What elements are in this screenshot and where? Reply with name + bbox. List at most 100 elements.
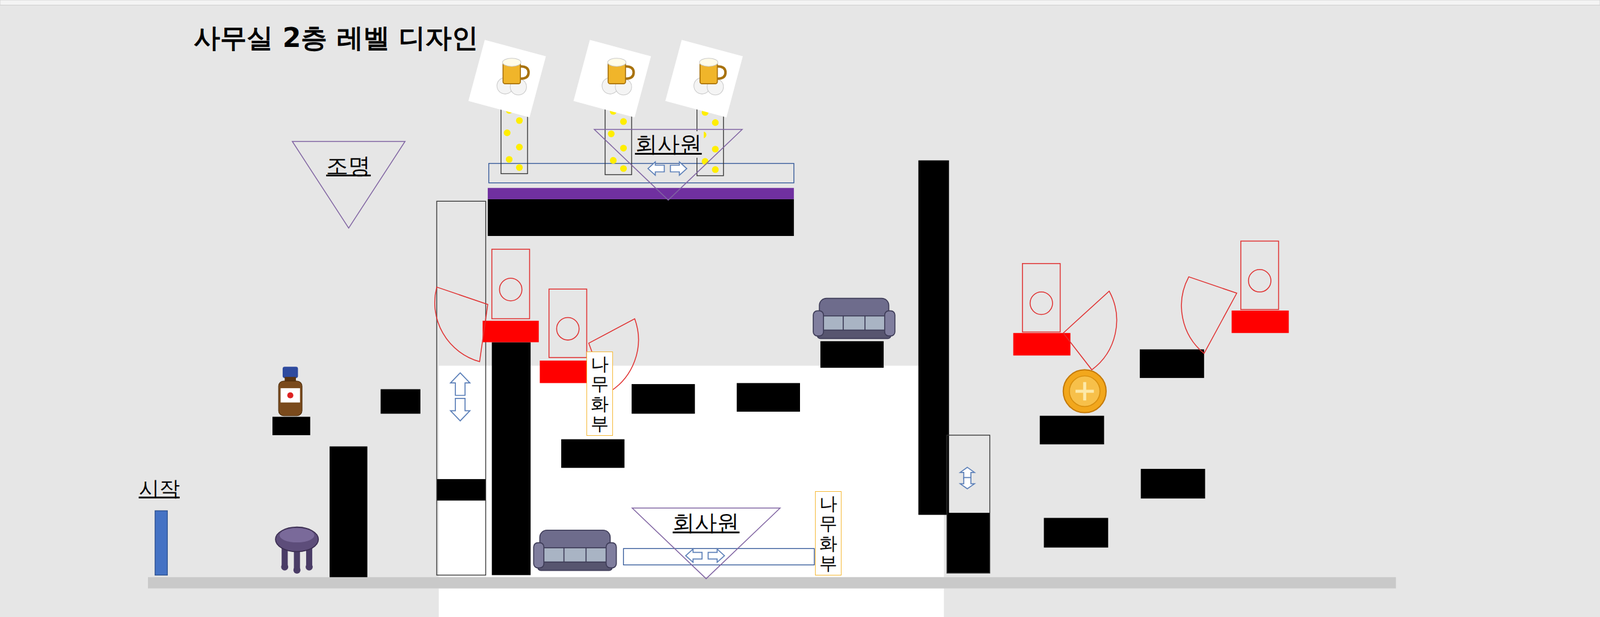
platform-block: [272, 416, 311, 435]
beer-mug-icon: [468, 39, 547, 118]
sofa: [533, 529, 616, 571]
platform-block: [436, 478, 486, 501]
plant-pot: 나무화부: [586, 351, 613, 436]
light-dot: [712, 119, 719, 126]
platform-block: [736, 382, 800, 412]
page-title: 사무실 2층 레벨 디자인: [193, 20, 479, 56]
patrol-zone: [489, 163, 794, 183]
sofa-cushion-line: [842, 315, 844, 331]
light-dot: [505, 155, 513, 163]
bottle-mark: [287, 392, 294, 399]
hazard-base: [482, 320, 539, 343]
triangle-shape: [594, 129, 743, 200]
move-arrow: [685, 548, 702, 562]
mug-foam: [607, 58, 627, 67]
light-dot: [701, 158, 709, 165]
light-dot: [620, 117, 627, 125]
move-arrow: [707, 548, 725, 562]
camera-view-cone: [1063, 291, 1117, 370]
hazard-base: [1013, 332, 1071, 355]
icon-card: [573, 39, 651, 118]
light-dot: [516, 164, 523, 171]
triangle-shape: [292, 141, 405, 228]
mug-handle: [625, 66, 634, 79]
stool-seat: [275, 526, 319, 552]
camera-view-cone: [434, 286, 488, 362]
light-dot: [516, 143, 523, 151]
light-dot: [620, 164, 627, 172]
platform-block: [1040, 415, 1105, 445]
triangle-shape: [632, 507, 781, 579]
camera-view-cone: [1181, 276, 1237, 354]
move-arrow: [960, 466, 975, 479]
camera-lens: [1030, 291, 1053, 314]
stool-top: [279, 527, 315, 542]
platform-block: [561, 439, 625, 468]
camera-body: [1022, 263, 1061, 333]
icon-card: [468, 39, 547, 118]
start-label: 시작: [138, 475, 180, 501]
move-arrow: [647, 161, 665, 176]
move-arrow: [450, 372, 470, 395]
platform-block: [631, 383, 695, 414]
sofa-cushion-line: [585, 547, 587, 562]
icon-card: [665, 39, 743, 118]
beer-mug-icon: [665, 39, 743, 118]
platform-block: [380, 389, 421, 414]
light-dot: [620, 144, 627, 151]
light-dot: [504, 129, 511, 136]
move-arrow: [670, 161, 687, 176]
menu-strip: [0, 0, 1600, 5]
mug-handle: [717, 66, 727, 79]
potion-bottle: [278, 366, 302, 416]
mug-foam: [699, 58, 719, 67]
zone-label: 회사원: [670, 509, 742, 536]
platform-block: [918, 160, 950, 515]
coin-outer: [1063, 369, 1107, 413]
camera-lens: [499, 277, 522, 301]
zone-label: 회사원: [633, 131, 704, 158]
camera-body: [1240, 240, 1279, 310]
light-dot: [609, 156, 617, 164]
camera-lens: [556, 317, 579, 340]
start-marker: [155, 510, 168, 576]
coin: [1063, 369, 1107, 413]
mug-foam: [502, 58, 521, 67]
hazard-base: [1231, 310, 1290, 333]
bottle-cap: [282, 366, 298, 378]
stool: [275, 526, 319, 574]
platform-block: [329, 446, 368, 577]
stool-foot: [305, 563, 313, 571]
zone-label: 조명: [324, 152, 373, 180]
sofa-arm: [606, 542, 617, 568]
stool-foot: [293, 566, 301, 574]
purple-ledge: [487, 187, 794, 200]
enemy-worker: 회사원: [593, 128, 743, 201]
object-label: 나무화부: [819, 493, 838, 573]
platform-block: [820, 341, 884, 368]
platform-block: [1139, 348, 1205, 378]
platform-block: [1141, 468, 1206, 499]
plant-pot: 나무화부: [815, 490, 842, 576]
beer-mug-icon: [573, 39, 651, 118]
move-arrow: [450, 398, 470, 421]
platform-block: [492, 342, 531, 576]
ground-floor: [147, 576, 1397, 589]
sofa: [813, 298, 896, 339]
elevator-shaft: [946, 434, 990, 573]
camera-lens: [1248, 269, 1271, 292]
elevator-shaft: [436, 200, 486, 575]
platform-block: [487, 199, 794, 236]
move-arrow: [960, 476, 975, 489]
camera-body: [492, 249, 530, 319]
sofa-arm: [533, 542, 544, 568]
enemy-worker: 회사원: [631, 507, 781, 579]
platform-block: [1043, 517, 1108, 547]
sofa-seat: [821, 315, 888, 331]
stool-foot: [280, 563, 289, 571]
light-dot: [712, 145, 719, 153]
sofa-cushion-line: [563, 547, 565, 562]
coin-mark: [1075, 381, 1095, 401]
sofa-cushion-line: [864, 315, 866, 331]
